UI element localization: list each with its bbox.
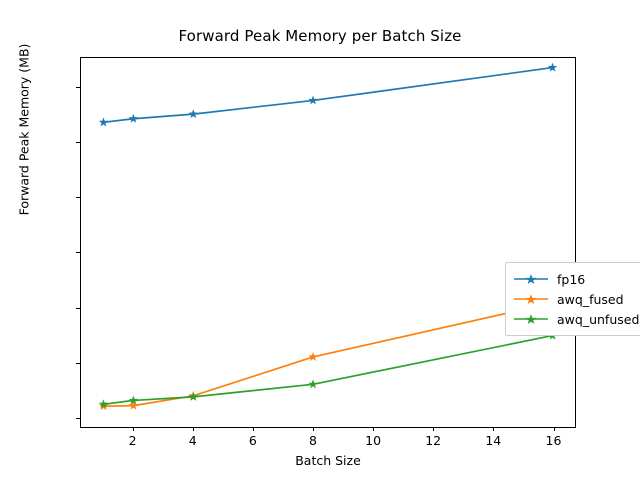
legend-label-1: awq_fused — [557, 291, 624, 307]
x-tick-label: 4 — [188, 433, 197, 448]
chart-title: Forward Peak Memory per Batch Size — [178, 27, 462, 45]
data-point-marker — [308, 379, 318, 389]
y-tick-mark — [76, 252, 80, 254]
x-tick-label: 6 — [248, 433, 257, 448]
data-point-marker — [547, 62, 558, 72]
legend-item-0[interactable]: fp16 — [513, 269, 639, 289]
legend-swatch-2 — [513, 312, 549, 326]
y-tick-mark — [76, 87, 80, 89]
legend-label-2: awq_unfused — [557, 311, 640, 327]
x-tick-mark — [252, 427, 254, 431]
data-point-marker — [188, 391, 199, 401]
plot-area: fp16 awq_fused awq_unfus — [80, 57, 640, 428]
legend-item-2[interactable]: awq_unfused — [513, 309, 639, 329]
data-point-marker — [128, 113, 139, 123]
x-axis-label: Batch Size — [295, 453, 361, 468]
legend-item-1[interactable]: awq_fused — [513, 289, 639, 309]
data-point-marker — [128, 400, 139, 410]
data-point-marker — [188, 109, 199, 119]
x-tick-mark — [433, 427, 435, 431]
legend-label-0: fp16 — [557, 271, 586, 287]
x-tick-mark — [553, 427, 555, 431]
y-tick-mark — [76, 417, 80, 419]
y-tick-mark — [76, 307, 80, 309]
x-tick-mark — [373, 427, 375, 431]
legend-swatch-0 — [513, 272, 549, 286]
y-tick-mark — [76, 362, 80, 364]
data-point-marker — [128, 395, 139, 405]
series-line-1 — [103, 302, 553, 408]
y-axis-label: Forward Peak Memory (MB) — [16, 43, 32, 216]
data-point-marker — [98, 117, 109, 127]
chart-legend: fp16 awq_fused awq_unfus — [505, 262, 640, 336]
x-tick-label: 10 — [365, 433, 382, 448]
x-tick-label: 8 — [309, 433, 317, 448]
x-tick-mark — [313, 427, 315, 431]
series-line-2 — [103, 334, 553, 406]
x-tick-mark — [132, 427, 134, 431]
series-lines — [98, 62, 558, 411]
x-tick-label: 2 — [128, 433, 137, 448]
data-point-marker — [98, 399, 109, 409]
x-tick-label: 16 — [545, 433, 562, 448]
x-tick-mark — [493, 427, 495, 431]
x-tick-label: 14 — [485, 433, 502, 448]
data-point-marker — [308, 95, 318, 105]
y-tick-mark — [76, 142, 80, 144]
x-tick-label: 12 — [425, 433, 442, 448]
data-point-marker — [308, 351, 318, 361]
series-line-0 — [103, 66, 553, 124]
x-tick-mark — [192, 427, 194, 431]
y-tick-mark — [76, 197, 80, 199]
legend-swatch-1 — [513, 292, 549, 306]
